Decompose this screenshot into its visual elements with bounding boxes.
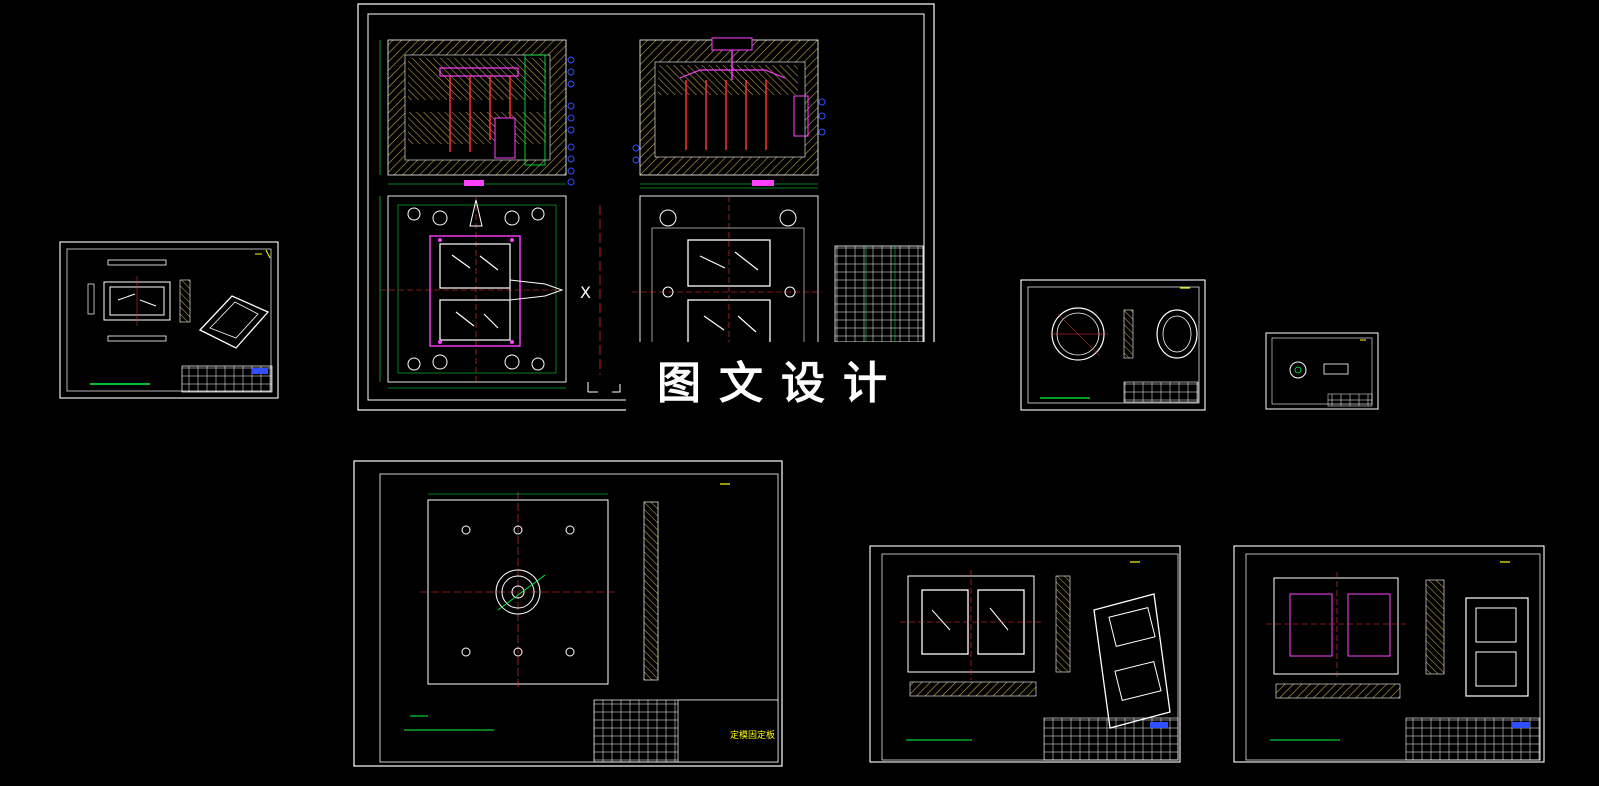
x-mark: X bbox=[580, 283, 591, 302]
sheet-fixed-plate[interactable]: 定模固定板 bbox=[353, 460, 783, 767]
watermark-text: 图文设计 bbox=[626, 342, 936, 416]
assembly-section-left bbox=[379, 39, 567, 186]
sheet-tiny-part[interactable] bbox=[1265, 332, 1379, 410]
assembly-balloons-left bbox=[567, 56, 575, 186]
assembly-plan-left: X bbox=[379, 195, 601, 389]
sheet-ring-part[interactable] bbox=[1020, 279, 1206, 411]
fixed-plate-title: 定模固定板 bbox=[730, 729, 775, 741]
assembly-section-right bbox=[639, 37, 819, 186]
assembly-parts-table bbox=[834, 245, 924, 343]
sheet-cavity-plate[interactable] bbox=[869, 545, 1181, 763]
sheet-core-plate[interactable] bbox=[1233, 545, 1545, 763]
sheet-part-small-left[interactable] bbox=[59, 241, 279, 399]
assembly-plan-right bbox=[632, 187, 822, 347]
assembly-balloons-right bbox=[632, 98, 826, 164]
sheet-assembly[interactable]: X bbox=[357, 3, 935, 411]
